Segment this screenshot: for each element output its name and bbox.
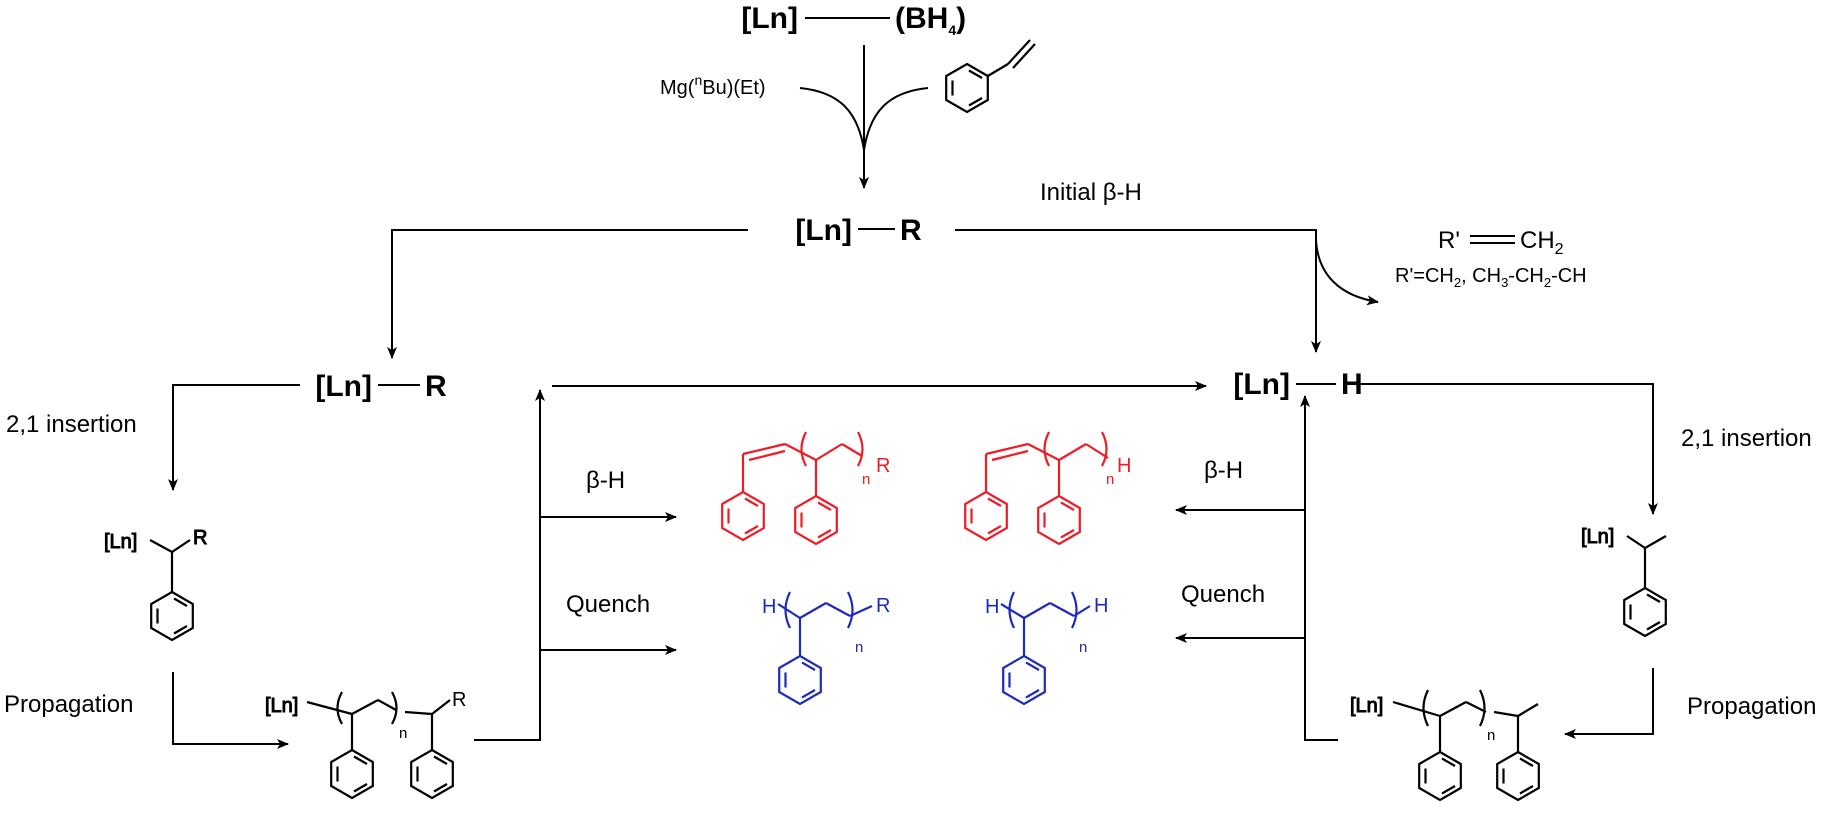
mg-reagent-label: Mg(nBu)(Et) — [660, 72, 766, 99]
right-riser-arrow — [1300, 395, 1338, 741]
right-chain-n: n — [1487, 727, 1495, 744]
styrene-monomer — [945, 39, 1036, 114]
left-chain-r: R — [452, 689, 466, 711]
alkene-definition: R'=CH2, CH3-CH2-CH — [1395, 265, 1587, 290]
right-chain-ln: [Ln] — [1350, 695, 1383, 717]
blue-r-n: n — [855, 639, 863, 656]
alkene-r-prime: R' — [1438, 227, 1460, 254]
released-alkene: R' CH2 R'=CH2, CH3-CH2-CH — [1395, 227, 1587, 290]
red-r-end: R — [876, 455, 890, 477]
blue-r-end: R — [876, 595, 890, 617]
left-ins-ln: [Ln] — [104, 531, 137, 553]
left-insertion-label: 2,1 insertion — [6, 411, 137, 438]
quench-product-r: H R n — [762, 591, 890, 706]
mg-reagent-curve — [799, 87, 865, 151]
beta-h-product-h: n H — [964, 431, 1131, 546]
ln-h-ligand: H — [1341, 368, 1363, 401]
alkene-release-arrow — [1315, 239, 1379, 306]
left-insertion-arrow — [168, 384, 300, 491]
right-beta-h-label: β-H — [1204, 457, 1243, 484]
left-beta-h-label: β-H — [586, 467, 625, 494]
right-quench-label: Quench — [1181, 581, 1265, 608]
blue-h-n: n — [1079, 639, 1087, 656]
ln-r-center-ligand: R — [900, 214, 922, 247]
blue-r-start: H — [762, 596, 776, 618]
red-h-end: H — [1117, 455, 1131, 477]
right-polymer-chain: [Ln] n — [1350, 689, 1540, 802]
ln-h-metal: [Ln] — [1233, 368, 1290, 401]
ln-r-center-metal: [Ln] — [795, 214, 852, 247]
beta-h-product-r: n R — [721, 431, 890, 546]
ln-r-left: [Ln] R — [315, 370, 447, 403]
right-propagation-label: Propagation — [1687, 693, 1816, 720]
left-propagation-arrow — [172, 672, 289, 749]
styrene-curve — [863, 87, 929, 151]
alkene-ch2: CH2 — [1520, 227, 1564, 258]
left-riser-arrow — [474, 389, 545, 741]
right-insertion-label: 2,1 insertion — [1681, 425, 1812, 452]
ln-h: [Ln] H — [1233, 368, 1362, 401]
left-polymer-chain: [Ln] n R — [265, 689, 466, 800]
right-insertion-arrow — [1360, 383, 1658, 515]
right-branch-arrow — [955, 229, 1321, 353]
red-h-n: n — [1106, 471, 1114, 488]
left-branch-arrow — [387, 229, 748, 359]
initial-beta-h-label: Initial β-H — [1040, 179, 1142, 206]
blue-h-end: H — [1094, 595, 1108, 617]
left-propagation-label: Propagation — [4, 691, 133, 718]
quench-product-h: H H n — [985, 591, 1108, 706]
left-chain-n: n — [399, 725, 407, 742]
ln-r-left-metal: [Ln] — [315, 370, 372, 403]
borohydride-ligand: (BH4) — [895, 2, 966, 38]
left-chain-ln: [Ln] — [265, 695, 298, 717]
red-r-n: n — [862, 471, 870, 488]
start-complex: [Ln] (BH4) — [741, 2, 966, 38]
blue-h-start: H — [985, 596, 999, 618]
start-complex-metal: [Ln] — [741, 2, 798, 35]
left-ins-r: R — [193, 527, 207, 549]
right-ins-ln: [Ln] — [1581, 526, 1614, 548]
right-insertion-product: [Ln] — [1581, 526, 1667, 638]
ln-r-left-ligand: R — [425, 370, 447, 403]
left-quench-label: Quench — [566, 591, 650, 618]
right-propagation-arrow — [1564, 668, 1654, 739]
ln-r-center: [Ln] R — [795, 214, 922, 247]
left-insertion-product: [Ln] R — [104, 527, 208, 642]
